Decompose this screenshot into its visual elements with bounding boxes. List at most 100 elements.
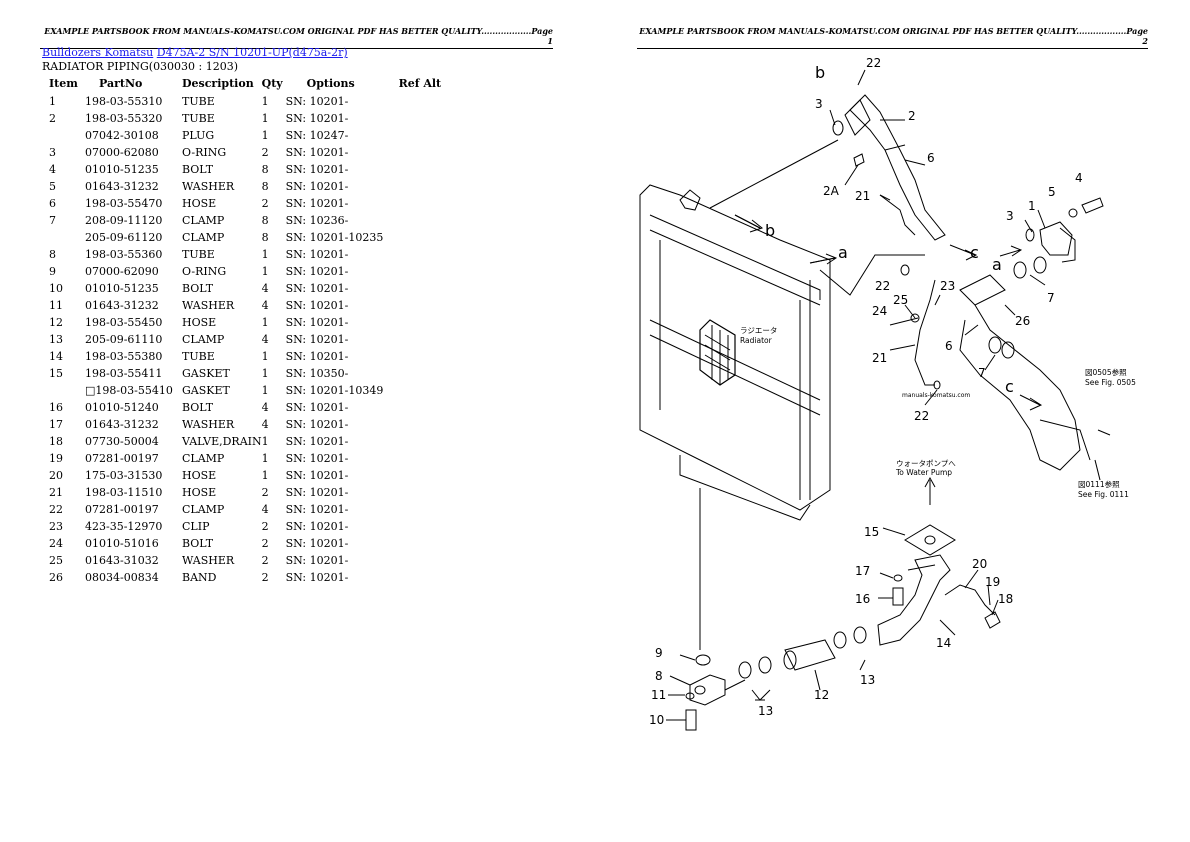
- parts-table: Item PartNo Description Qty Options Ref …: [42, 76, 459, 586]
- row-qty: 1: [261, 469, 269, 482]
- row-qty: 1: [261, 95, 269, 108]
- row-qty: 1: [261, 112, 269, 125]
- row-item: 2: [49, 112, 56, 125]
- callout-4: 4: [1075, 171, 1083, 185]
- row-options: SN: 10201-10349: [285, 384, 384, 397]
- row-options: SN: 10201-: [285, 248, 349, 261]
- row-qty: 1: [261, 316, 269, 329]
- callout-5: 5: [1048, 185, 1056, 199]
- row-description: O-RING: [182, 146, 227, 159]
- row-partno: 01010-51240: [85, 401, 159, 414]
- row-item: 16: [49, 401, 63, 414]
- row-description: BOLT: [182, 163, 214, 176]
- row-partno: 175-03-31530: [85, 469, 163, 482]
- row-item: [42, 127, 85, 144]
- row-item: 22: [49, 503, 63, 516]
- row-options: SN: 10201-: [285, 452, 349, 465]
- row-description: BOLT: [182, 401, 214, 414]
- row-qty: 2: [261, 520, 269, 533]
- row-item: [42, 382, 85, 399]
- row-item: [42, 229, 85, 246]
- callout-7-top: 7: [1047, 291, 1055, 305]
- row-description: BAND: [182, 571, 217, 584]
- row-qty: 1: [261, 384, 269, 397]
- row-description: TUBE: [182, 248, 215, 261]
- fig0111-label-jp: 図0111参照: [1078, 479, 1120, 489]
- pump-label-en: To Water Pump: [895, 468, 952, 477]
- row-qty: 1: [261, 367, 269, 380]
- row-options: SN: 10201-: [285, 180, 349, 193]
- tube-2-shape: [844, 94, 946, 241]
- row-qty: 2: [261, 554, 269, 567]
- row-description: CLAMP: [182, 231, 225, 244]
- row-item: 13: [49, 333, 63, 346]
- row-qty: 1: [261, 248, 269, 261]
- row-partno: □198-03-55410: [85, 384, 173, 397]
- callout-13-right: 13: [860, 673, 875, 687]
- row-item: 25: [49, 554, 63, 567]
- row-options: SN: 10201-: [285, 520, 349, 533]
- row-description: VALVE,DRAIN: [182, 435, 262, 448]
- row-partno: 07042-30108: [85, 129, 159, 142]
- fig0505-label-jp: 図0505参照: [1085, 367, 1127, 377]
- row-partno: 01010-51016: [85, 537, 159, 550]
- row-item: 26: [49, 571, 63, 584]
- row-options: SN: 10350-: [285, 367, 349, 380]
- row-options: SN: 10247-: [285, 129, 349, 142]
- row-description: WASHER: [182, 418, 235, 431]
- row-qty: 2: [261, 146, 269, 159]
- row-description: GASKET: [182, 384, 230, 397]
- header-item: Item: [49, 76, 78, 90]
- row-qty: 4: [261, 299, 269, 312]
- callout-17: 17: [855, 564, 870, 578]
- breadcrumb-link-bulldozers[interactable]: Bulldozers Komatsu: [42, 46, 154, 59]
- row-options: SN: 10201-: [285, 537, 349, 550]
- breadcrumb-link-model[interactable]: D475A-2 S/N 10201-UP(d475a-2r): [156, 46, 348, 59]
- row-partno: 01643-31232: [85, 180, 159, 193]
- row-qty: 4: [261, 503, 269, 516]
- row-qty: 1: [261, 452, 269, 465]
- fig0505-label-en: See Fig. 0505: [1085, 378, 1136, 387]
- callout-a-right: a: [992, 255, 1002, 274]
- row-partno: 07281-00197: [85, 503, 159, 516]
- row-partno: 01643-31232: [85, 299, 159, 312]
- header-ref-alt: Ref Alt: [398, 76, 442, 90]
- row-qty: 4: [261, 401, 269, 414]
- row-partno: 198-03-55360: [85, 248, 163, 261]
- row-item: 4: [49, 163, 56, 176]
- page-header-left: EXAMPLE PARTSBOOK FROM MANUALS-KOMATSU.C…: [40, 26, 553, 49]
- row-item: 23: [49, 520, 63, 533]
- table-row: □198-03-55410 GASKET 1 SN: 10201-10349: [42, 382, 459, 399]
- callout-21-top: 21: [855, 189, 870, 203]
- row-item: 21: [49, 486, 63, 499]
- header-description: Description: [182, 76, 254, 90]
- row-item: 5: [49, 180, 56, 193]
- row-description: CLAMP: [182, 503, 225, 516]
- tube-1-shape: [959, 221, 1091, 471]
- row-item: 6: [49, 197, 56, 210]
- page-header-right: EXAMPLE PARTSBOOK FROM MANUALS-KOMATSU.C…: [637, 26, 1148, 49]
- row-options: SN: 10201-: [285, 146, 349, 159]
- callout-24: 24: [872, 304, 887, 318]
- callout-16: 16: [855, 592, 870, 606]
- row-item: 14: [49, 350, 63, 363]
- row-description: WASHER: [182, 180, 235, 193]
- row-partno: 07281-00197: [85, 452, 159, 465]
- callout-19: 19: [985, 575, 1000, 589]
- row-qty: 2: [261, 197, 269, 210]
- row-description: TUBE: [182, 350, 215, 363]
- callout-6-mid: 6: [945, 339, 953, 353]
- row-options: SN: 10201-: [285, 350, 349, 363]
- row-description: WASHER: [182, 299, 235, 312]
- radiator-label-jp: ラジエータ: [740, 326, 777, 335]
